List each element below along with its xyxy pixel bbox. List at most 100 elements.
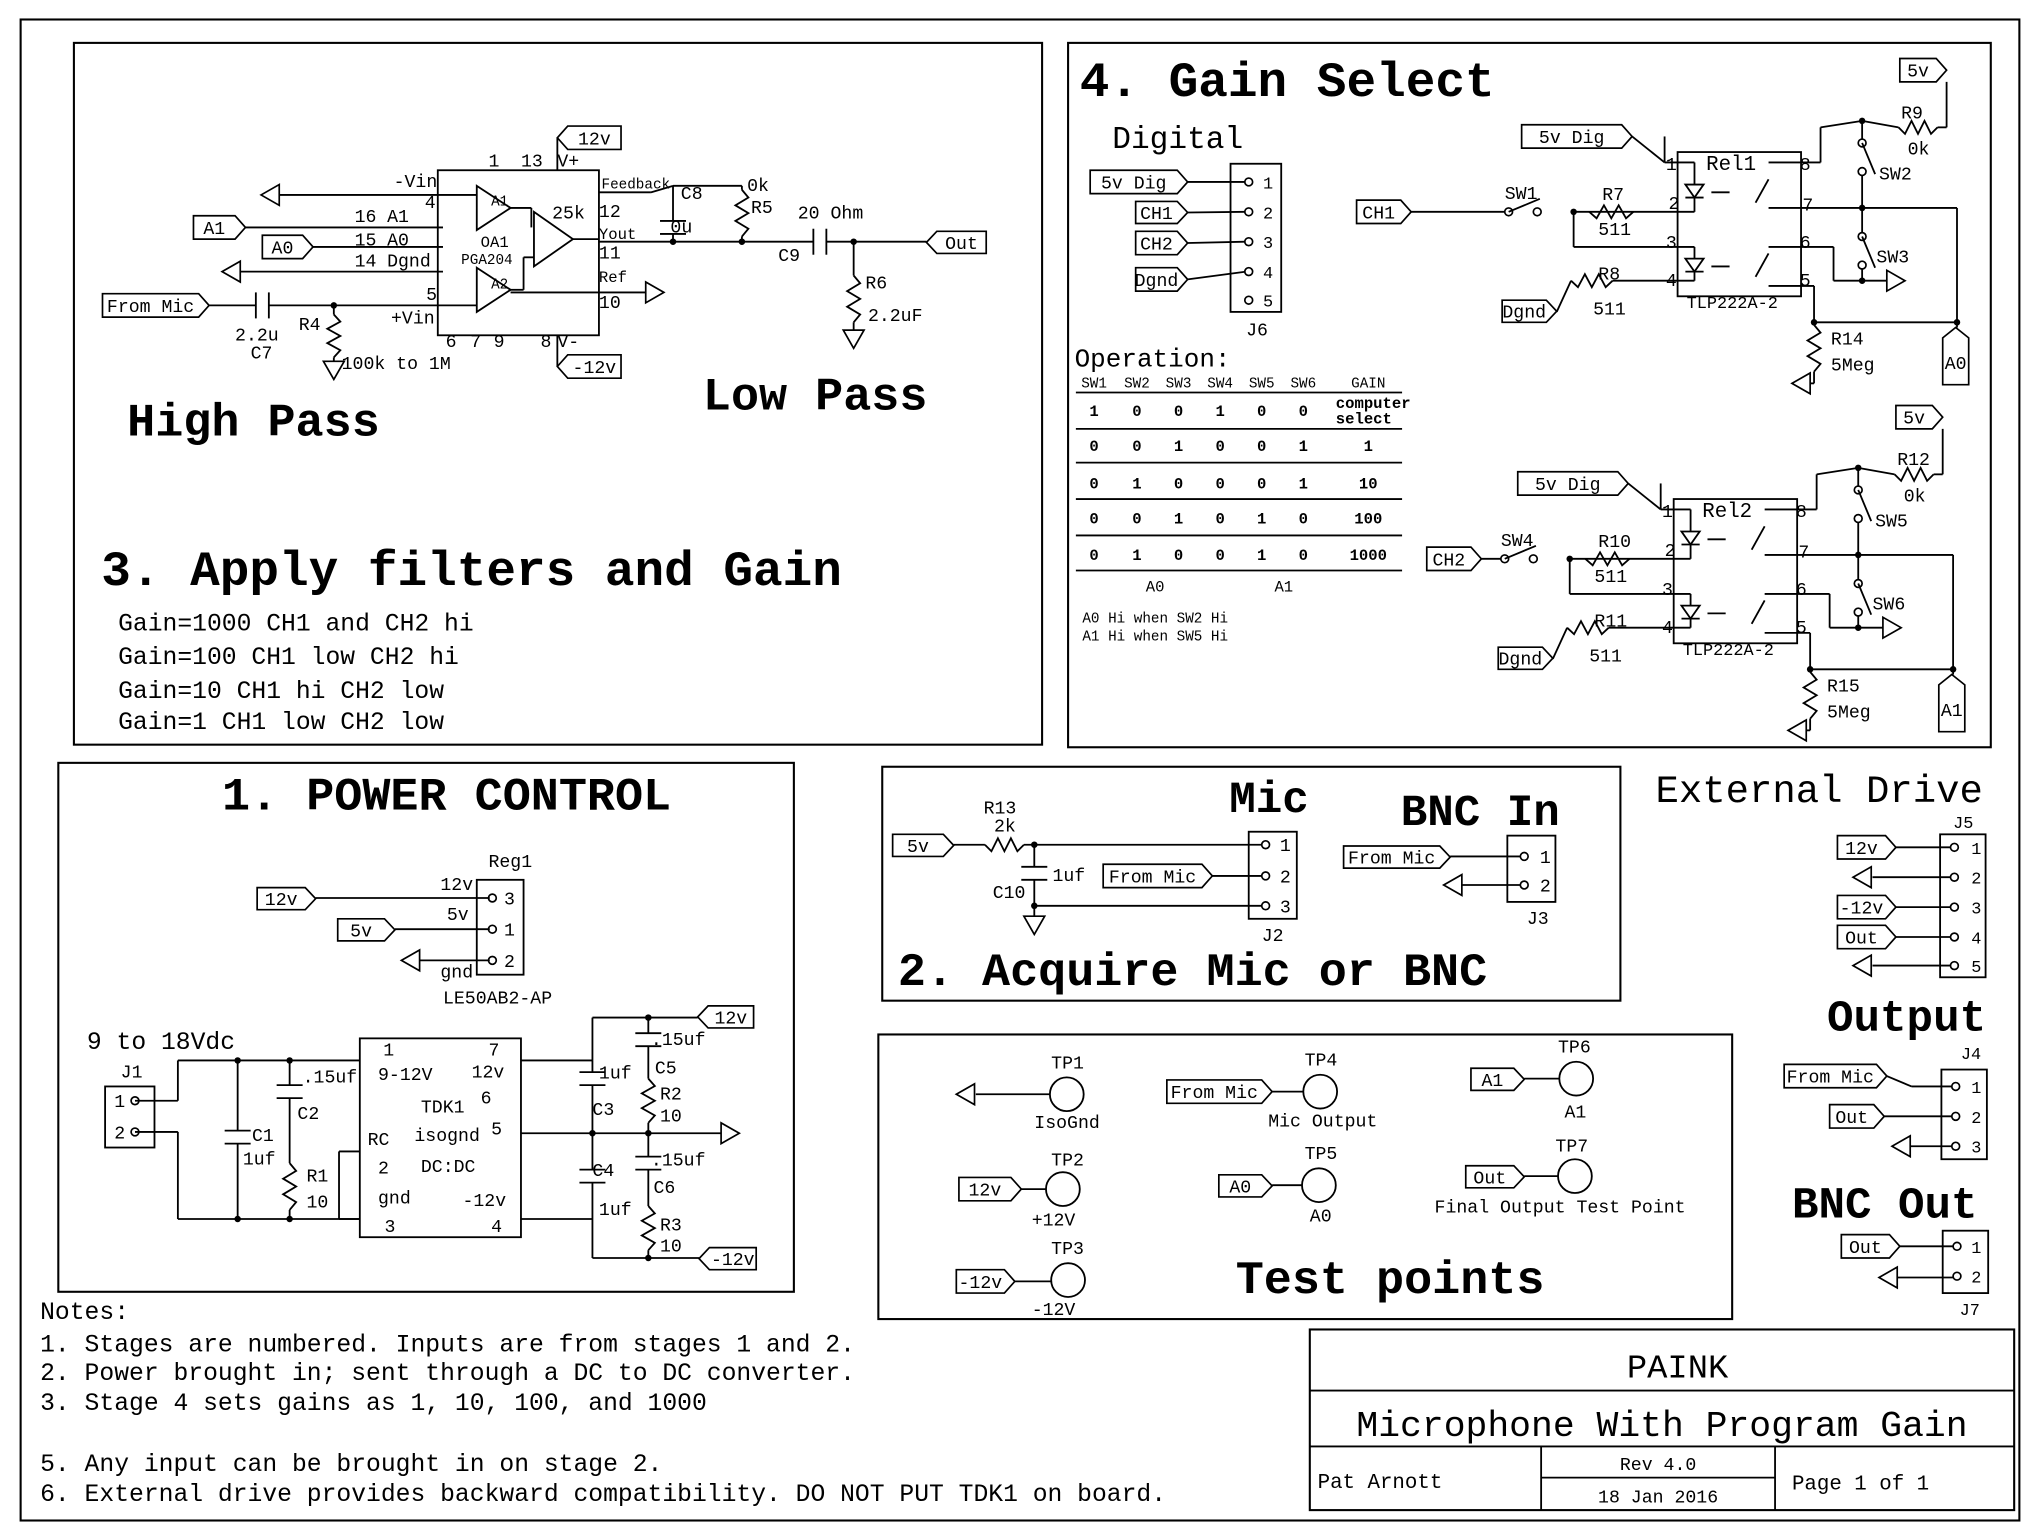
pin-circle — [1260, 871, 1271, 881]
ground-arrow-icon — [220, 259, 242, 284]
select-line-port: A1 — [1941, 702, 1963, 722]
gain-note: Gain=1 CH1 low CH2 low — [118, 709, 444, 737]
component-label: 3 — [504, 891, 515, 911]
component-label: 5 — [1796, 619, 1807, 639]
note-line: 3. Stage 4 sets gains as 1, 10, 100, and… — [40, 1390, 707, 1418]
table-cell: 0 — [1215, 438, 1224, 456]
gain-note: Gain=10 CH1 hi CH2 low — [118, 678, 444, 706]
switch-blade — [1857, 489, 1873, 522]
component-label: 2.2u — [235, 326, 279, 346]
component-label: 14 — [355, 252, 377, 272]
component-label: PGA204 — [461, 253, 512, 269]
table-cell: 1 — [1257, 511, 1266, 529]
table-cell: 0 — [1089, 476, 1098, 494]
led-diode-icon — [1683, 183, 1706, 200]
component-label: 5 — [1971, 959, 1981, 978]
ground-arrow-icon — [1877, 1265, 1899, 1290]
5v-port: 5v — [350, 922, 372, 942]
component-label: C5 — [655, 1059, 677, 1079]
table-header: SW6 — [1290, 376, 1316, 392]
component-label: A2 — [491, 278, 508, 294]
table-cell: 0 — [1174, 476, 1183, 494]
table-header: SW3 — [1166, 376, 1192, 392]
resistor-symbol — [1588, 203, 1635, 221]
pin-circle — [1243, 266, 1254, 277]
component-label: 2 — [1665, 542, 1676, 562]
mic-heading: Mic — [1229, 776, 1309, 826]
select-line-port: A0 — [1945, 355, 1967, 375]
component-label: IsoGnd — [1034, 1114, 1100, 1134]
5v-port: 5v — [907, 838, 929, 858]
table-footer: A0 — [1146, 578, 1165, 596]
component-label: R2 — [660, 1085, 682, 1105]
component-label: 10 — [307, 1193, 329, 1213]
pin-circle — [1519, 880, 1529, 890]
j6-net-port: CH2 — [1140, 236, 1173, 256]
component-label: 6 — [1800, 234, 1811, 254]
pin-circle — [1950, 1111, 1961, 1122]
pin-circle — [1499, 554, 1510, 564]
component-label: 2.2uF — [868, 307, 923, 327]
ground-arrow-icon — [1790, 371, 1811, 396]
component-label: 15 — [355, 232, 377, 252]
wire — [1627, 482, 1662, 511]
pin-circle — [1857, 231, 1867, 242]
component-label: 1uf — [599, 1201, 632, 1221]
junction-dot — [1854, 624, 1862, 631]
table-cell: 0 — [1089, 547, 1098, 565]
pin-circle — [1949, 960, 1960, 971]
component-label: C10 — [993, 884, 1026, 904]
component-label: R8 — [1598, 265, 1620, 285]
component-label: 4 — [1666, 272, 1677, 292]
component-label: 5Meg — [1827, 703, 1871, 723]
component-label: 9 to 18Vdc — [87, 1029, 235, 1057]
component-label: 3 — [1971, 901, 1981, 920]
component-label: 1 — [1540, 849, 1551, 869]
component-label: 4 — [425, 194, 436, 214]
pin-circle — [1260, 839, 1271, 850]
table-cell: 1 — [1215, 403, 1224, 421]
resistor-symbol — [639, 1205, 657, 1251]
component-label: 2 — [114, 1124, 125, 1144]
component-label: LE50AB2-AP — [443, 989, 552, 1009]
pin-circle — [130, 1095, 140, 1106]
pin-circle — [1519, 851, 1529, 862]
from-mic-port: From Mic — [1171, 1084, 1258, 1104]
pin-number: 3 — [1263, 235, 1273, 254]
pin-circle — [1528, 554, 1539, 564]
junction-dot — [589, 1129, 596, 1137]
junction-dot — [1949, 666, 1957, 673]
component-label: 3 — [385, 1218, 396, 1238]
component-label: 4 — [1662, 619, 1673, 639]
table-cell: 1 — [1132, 476, 1141, 494]
5v-port: 5v — [1903, 410, 1925, 430]
component-label: 2 — [1971, 871, 1981, 890]
ground-arrow-icon — [1786, 718, 1808, 743]
component-label: Dgnd — [387, 252, 431, 272]
component-label: V+ — [557, 152, 579, 172]
junction-dot — [1031, 902, 1038, 910]
component-label: C7 — [251, 345, 273, 365]
wire — [1861, 119, 1899, 129]
wire — [1555, 280, 1572, 313]
component-label: 3 — [1280, 898, 1291, 918]
table-footer: A1 — [1274, 578, 1293, 596]
component-label: 2 — [378, 1160, 389, 1180]
5v-dig-port: 5v Dig — [1535, 476, 1601, 496]
ground-arrow-icon — [1851, 953, 1873, 978]
pin-circle — [1949, 902, 1960, 912]
pin-circle — [1243, 295, 1254, 305]
wire — [1816, 466, 1859, 476]
test-point-circle — [1050, 1262, 1086, 1298]
junction-dot — [1953, 319, 1961, 326]
gain-note: Gain=1000 CH1 and CH2 hi — [118, 610, 474, 638]
dgnd-port: Dgnd — [1502, 304, 1546, 324]
revision: Rev 4.0 — [1620, 1456, 1696, 1476]
component-label: 5 — [491, 1121, 502, 1141]
component-label: R7 — [1602, 186, 1624, 206]
component-label: J2 — [1262, 927, 1284, 947]
component-label: A1 — [491, 194, 508, 210]
a1-port: A1 — [1481, 1072, 1503, 1092]
component-label: TP6 — [1558, 1039, 1591, 1059]
